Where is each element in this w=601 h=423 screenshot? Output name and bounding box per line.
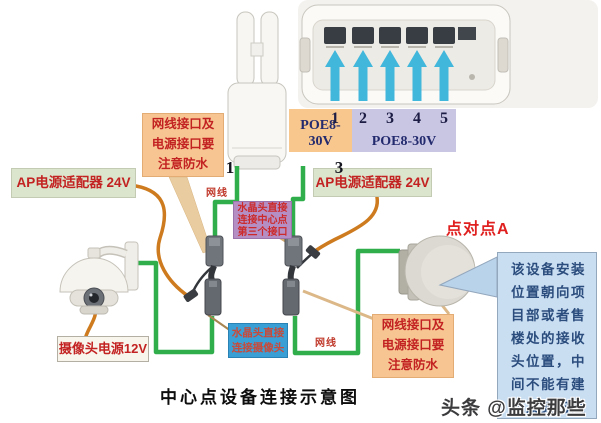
port-number-1: 1 — [331, 110, 339, 127]
poe-box-port1: POE8-30V — [289, 109, 352, 152]
router-clip-right — [497, 37, 509, 73]
waterproof-note-bottom: 网线接口及 电源接口要 注意防水 — [372, 314, 454, 378]
antenna-port-3-number: 3 — [334, 158, 344, 177]
router-clip-left — [299, 37, 311, 73]
ap-power-adapter-right-label: AP电源适配器 24V — [313, 168, 432, 197]
port-number-5: 5 — [440, 110, 448, 127]
power-cable-left-ap — [134, 184, 190, 298]
cable-tag-bottom: 网线 — [315, 338, 337, 349]
network-cables — [136, 166, 400, 356]
outdoor-ap-device — [227, 11, 287, 170]
port-number-2: 2 — [359, 110, 367, 127]
port-number-4: 4 — [413, 110, 421, 127]
ap-power-adapter-left-label: AP电源适配器 24V — [11, 168, 136, 198]
install-position-note: 该设备安装 位置朝向项 目部或者售 楼处的接收 头位置，中 间不能有建 筑及其它… — [497, 252, 597, 419]
waterproof-note-top: 网线接口及 电源接口要 注意防水 — [142, 113, 224, 177]
bridge-device — [398, 235, 476, 307]
antenna-port-1-number: 1 — [225, 158, 235, 177]
cable-port1 — [212, 166, 240, 240]
uplink-arrow-icon — [407, 50, 427, 101]
poe-splitter-2 — [282, 235, 321, 316]
uplink-arrow-icons — [325, 50, 454, 101]
router-device — [299, 4, 511, 105]
reset-hole — [469, 74, 475, 80]
crystal-head-camera-note: 水晶头直接 连接摄像头 — [228, 323, 288, 358]
crystal-head-center-note: 水晶头直接 连接中心点 第三个接口 — [233, 201, 292, 239]
usb-port — [458, 27, 476, 40]
uplink-arrow-icon — [325, 50, 345, 101]
poe-voltage-label-2345: POE8-30V — [371, 134, 437, 149]
ethernet-ports — [324, 27, 455, 48]
uplink-arrow-icon — [353, 50, 373, 101]
power-cable-right-ap — [313, 195, 379, 253]
cable-to-camera — [136, 260, 215, 355]
diagram-title: 中心点设备连接示意图 — [160, 388, 360, 407]
uplink-arrow-icon — [380, 50, 400, 101]
poe-splitter-1 — [183, 235, 224, 316]
cable-tag-top: 网线 — [206, 188, 228, 199]
uplink-arrow-icon — [434, 50, 454, 101]
cable-to-bridge — [292, 248, 400, 356]
port-number-3: 3 — [386, 110, 394, 127]
poe-box-ports2345: POE8-30V — [352, 109, 456, 152]
camera-power-label: 摄像头电源12V — [57, 336, 149, 362]
poe-voltage-label-1: POE8-30V — [300, 118, 341, 149]
point-to-point-label: 点对点A — [446, 221, 510, 238]
cable-port3 — [290, 166, 306, 240]
dome-camera — [59, 241, 139, 315]
watermark: 头条 @监控那些事儿 — [441, 398, 587, 419]
